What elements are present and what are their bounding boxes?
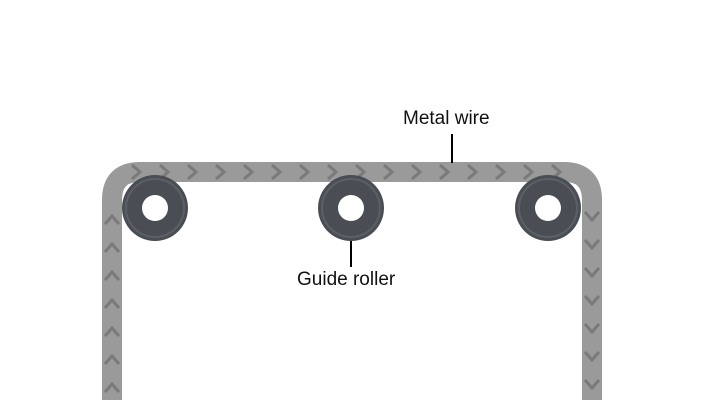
wire-chevron (103, 353, 121, 365)
wire-chevron (583, 351, 601, 363)
guide-roller-right (515, 175, 581, 241)
wire-chevron (523, 163, 535, 181)
metal-wire-band (102, 162, 602, 400)
wire-chevron (103, 297, 121, 309)
wire-chevrons-left (103, 213, 121, 393)
metal-wire-label: Metal wire (403, 108, 490, 129)
wire-chevron (583, 379, 601, 391)
wire-chevron (103, 325, 121, 337)
wire-chevron (187, 163, 199, 181)
wire-chevrons-top (131, 163, 563, 181)
wire-chevron (103, 241, 121, 253)
guide-roller-center (318, 175, 384, 241)
wire-chevron (215, 163, 227, 181)
wire-chevron (583, 239, 601, 251)
wire-chevron (271, 163, 283, 181)
wire-chevron (299, 163, 311, 181)
wire-chevrons-right (583, 211, 601, 391)
wire-chevron (439, 163, 451, 181)
wire-chevron (383, 163, 395, 181)
wire-chevron (411, 163, 423, 181)
wire-chevron (467, 163, 479, 181)
wire-chevron (583, 267, 601, 279)
wire-chevron (583, 323, 601, 335)
wire-chevron (495, 163, 507, 181)
wire-chevron (327, 163, 339, 181)
wire-chevron (243, 163, 255, 181)
guide-roller-left (122, 175, 188, 241)
wire-chevron (103, 213, 121, 225)
guide-roller-label: Guide roller (297, 269, 396, 290)
wire-chevron (103, 381, 121, 393)
wire-chevron (103, 269, 121, 281)
wire-chevron (583, 295, 601, 307)
wire-chevron (131, 163, 143, 181)
wire-chevron (583, 211, 601, 223)
